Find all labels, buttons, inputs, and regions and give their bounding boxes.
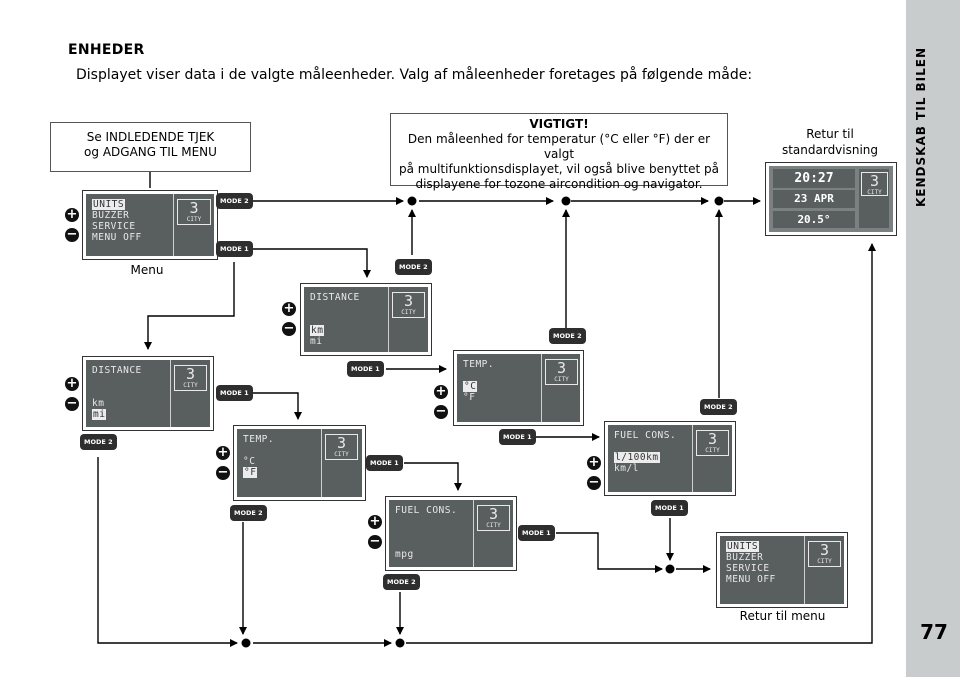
minus-icon[interactable]: − — [434, 404, 448, 419]
plus-icon[interactable]: + — [65, 376, 79, 391]
fuel-kml-option: km/l — [614, 463, 639, 474]
plus-icon[interactable]: + — [368, 514, 382, 529]
warning-title: VIGTIGT! — [529, 117, 589, 131]
return-menu-label: Retur til menu — [739, 609, 826, 623]
mode2-button[interactable]: MODE 2 — [230, 505, 267, 521]
minus-icon[interactable]: − — [65, 396, 79, 411]
mode1-button[interactable]: MODE 1 — [347, 361, 384, 377]
plus-icon[interactable]: + — [587, 455, 601, 470]
mode1-button[interactable]: MODE 1 — [216, 241, 253, 257]
distance-mi-option: mi — [310, 336, 323, 347]
menu-line-buzzer: BUZZER — [92, 210, 130, 221]
distance-km-option: km — [310, 325, 325, 336]
minus-icon[interactable]: − — [587, 475, 601, 490]
plus-icon[interactable]: + — [65, 207, 79, 222]
plus-icon[interactable]: + — [434, 384, 448, 399]
mode2-button[interactable]: MODE 2 — [395, 259, 432, 275]
return-standard-label-2: standardvisning — [781, 143, 879, 157]
fuel-l100-option: l/100km — [614, 452, 660, 463]
note-line-1: Se INDLEDENDE TJEK — [86, 130, 215, 144]
mode2-button[interactable]: MODE 2 — [383, 574, 420, 590]
temp-c-option: °C — [463, 381, 478, 392]
mode1-button[interactable]: MODE 1 — [499, 429, 536, 445]
menu-lines: UNITS BUZZER SERVICE MENU OFF — [92, 199, 142, 243]
distance-title: DISTANCE — [92, 365, 142, 376]
menu-line-buzzer: BUZZER — [726, 552, 764, 563]
return-standard-label-1: Retur til — [806, 127, 854, 141]
sidebar — [906, 0, 960, 677]
minus-icon[interactable]: − — [216, 465, 230, 480]
menu-line-menu-off: MENU OFF — [92, 232, 142, 243]
temp-f-option: °F — [463, 392, 476, 403]
warning-line-3: displayene for tozone aircondition og na… — [415, 177, 703, 191]
temp-title: TEMP. — [463, 359, 495, 370]
warning-box: VIGTIGT! Den måleenhed for temperatur (°… — [390, 113, 728, 191]
note-box: Se INDLEDENDE TJEK og ADGANG TIL MENU — [50, 122, 251, 172]
standard-date: 23 APR — [773, 190, 855, 208]
mode2-button[interactable]: MODE 2 — [216, 193, 253, 209]
warning-line-1: Den måleenhed for temperatur (°C eller °… — [407, 132, 711, 161]
distance-title: DISTANCE — [310, 292, 360, 303]
mode1-button[interactable]: MODE 1 — [366, 455, 403, 471]
temp-f-option: °F — [243, 467, 258, 478]
fuel-title: FUEL CONS. — [614, 430, 677, 441]
temp-c-option: °C — [243, 456, 256, 467]
mode2-button[interactable]: MODE 2 — [80, 434, 117, 450]
temp-title: TEMP. — [243, 434, 275, 445]
minus-icon[interactable]: − — [65, 227, 79, 242]
mode1-button[interactable]: MODE 1 — [651, 500, 688, 516]
mode1-button[interactable]: MODE 1 — [216, 385, 253, 401]
mode2-button[interactable]: MODE 2 — [549, 328, 586, 344]
menu-line-service: SERVICE — [726, 563, 770, 574]
menu-line-service: SERVICE — [92, 221, 136, 232]
minus-icon[interactable]: − — [368, 534, 382, 549]
plus-icon[interactable]: + — [282, 301, 296, 316]
menu-line-units: UNITS — [92, 199, 126, 210]
fuel-mpg-option: mpg — [395, 549, 414, 560]
mode2-button[interactable]: MODE 2 — [700, 399, 737, 415]
note-line-2: og ADGANG TIL MENU — [84, 145, 217, 159]
mode1-button[interactable]: MODE 1 — [518, 525, 555, 541]
standard-time: 20:27 — [773, 169, 855, 188]
intro-text: Displayet viser data i de valgte måleenh… — [76, 67, 753, 83]
heading: ENHEDER — [68, 42, 145, 58]
standard-temp: 20.5° — [773, 211, 855, 228]
menu-line-units: UNITS — [726, 541, 760, 552]
warning-line-2: på multifunktionsdisplayet, vil også bli… — [399, 162, 719, 176]
fuel-title: FUEL CONS. — [395, 505, 458, 516]
page-number: 77 — [920, 620, 948, 644]
distance-km-option: km — [92, 398, 105, 409]
minus-icon[interactable]: − — [282, 321, 296, 336]
menu-line-menu-off: MENU OFF — [726, 574, 776, 585]
plus-icon[interactable]: + — [216, 445, 230, 460]
menu-label: Menu — [130, 263, 164, 277]
distance-mi-option: mi — [92, 409, 107, 420]
